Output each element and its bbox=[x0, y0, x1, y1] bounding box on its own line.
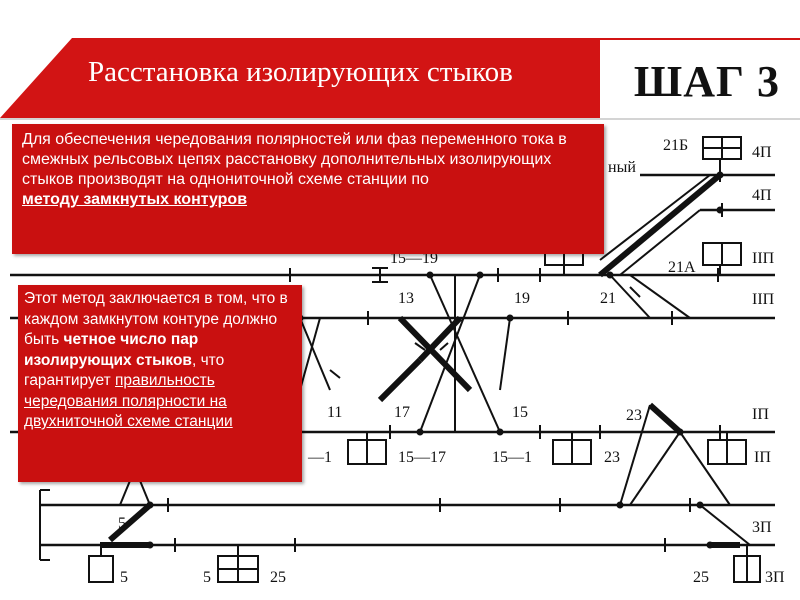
label-19: 19 bbox=[514, 290, 530, 307]
callout-main-text: Для обеспечения чередования полярностей … bbox=[22, 131, 567, 188]
label-25a: 25 bbox=[270, 569, 286, 586]
label-25b: 25 bbox=[693, 569, 709, 586]
label-15-1: 15—1 bbox=[492, 449, 532, 466]
callout-method: Этот метод заключается в том, что в кажд… bbox=[18, 285, 302, 482]
label-11: 11 bbox=[327, 404, 342, 421]
method-bold: четное число пар изолирующих стыков bbox=[24, 331, 199, 369]
label-5b: 5 bbox=[120, 569, 128, 586]
label-3p-b: 3П bbox=[765, 569, 785, 586]
station-schematic: 21Б 4П 4П 21А IIП 21 IIП 13 19 15—19 11 … bbox=[10, 136, 785, 586]
label-partial: ный bbox=[608, 159, 636, 176]
label-23: 23 bbox=[626, 407, 642, 424]
insulating-joints bbox=[167, 168, 723, 552]
label-15: 15 bbox=[512, 404, 528, 421]
step-label: ШАГ 3 bbox=[633, 57, 780, 106]
label-21a: 21А bbox=[668, 259, 696, 276]
label-iip-a: IIП bbox=[752, 250, 775, 267]
label-23b: 23 bbox=[604, 449, 620, 466]
slide-title: Расстановка изолирующих стыков bbox=[88, 56, 513, 88]
label-ip-b: IП bbox=[754, 449, 771, 466]
label-5c: 5 bbox=[203, 569, 211, 586]
joint-dots bbox=[146, 171, 724, 549]
label-ip-a: IП bbox=[752, 406, 769, 423]
label-15-19: 15—19 bbox=[390, 250, 438, 267]
signal-stems bbox=[100, 159, 748, 556]
callout-main: Для обеспечения чередования полярностей … bbox=[12, 124, 604, 254]
diagram-labels: 21Б 4П 4П 21А IIП 21 IIП 13 19 15—19 11 … bbox=[118, 137, 785, 586]
label-15-17: 15—17 bbox=[398, 449, 446, 466]
callout-main-highlight: методу замкнутых контуров bbox=[22, 191, 248, 208]
method-underlined: правильность чередования полярности на д… bbox=[24, 372, 233, 430]
crossovers bbox=[39, 174, 751, 561]
title-banner: Расстановка изолирующих стыков ШАГ 3 bbox=[0, 0, 800, 120]
label-17: 17 bbox=[394, 404, 410, 421]
banner-shape bbox=[0, 38, 800, 120]
label-21: 21 bbox=[600, 290, 616, 307]
method-text-2: , что гарантирует bbox=[24, 351, 225, 390]
label-21b: 21Б bbox=[663, 137, 688, 154]
label-4p-a: 4П bbox=[752, 144, 772, 161]
label-3p-a: 3П bbox=[752, 519, 772, 536]
label-13: 13 bbox=[398, 290, 414, 307]
label-4p-b: 4П bbox=[752, 187, 772, 204]
label-iip-b: IIП bbox=[752, 291, 775, 308]
label-1: —1 bbox=[307, 449, 332, 466]
label-5a: 5 bbox=[118, 515, 126, 532]
method-text-1: Этот метод заключается в том, что в кажд… bbox=[24, 290, 288, 348]
